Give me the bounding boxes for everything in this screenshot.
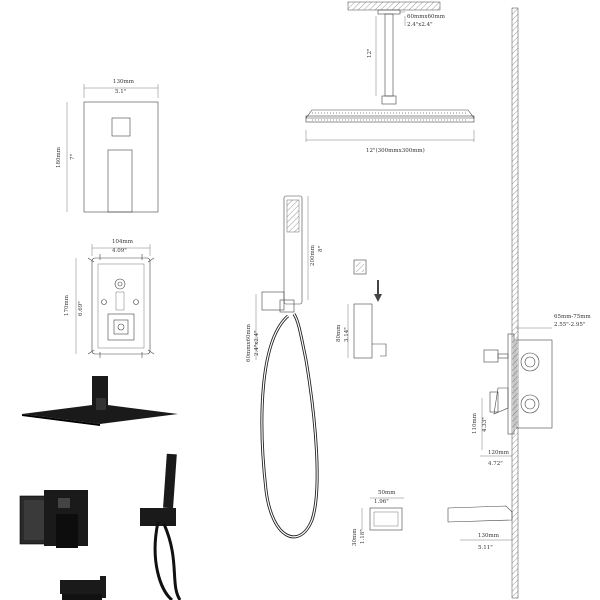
ceiling-arm-size-mm: 60mmx60mm — [407, 14, 446, 20]
wall-range-mm: 65mm-75mm — [554, 314, 592, 320]
plate-height-in: 7" — [70, 154, 76, 160]
valve-body-mm: 120mm — [488, 450, 510, 456]
valve-body-side — [515, 339, 553, 429]
handheld-photo — [140, 453, 182, 600]
tub-spout-photo — [60, 576, 106, 600]
holder-height-in: 3.14" — [344, 327, 350, 342]
valve-height-mm: 170mm — [64, 294, 70, 316]
ceiling-hatch — [347, 1, 441, 11]
trim-handle — [107, 149, 133, 213]
handheld-length-mm: 200mm — [310, 244, 316, 266]
bracket-size-mm: 60mmx60mm — [246, 323, 252, 362]
holder-body — [353, 303, 373, 359]
wall-side-view: 65mm-75mm 2.55"-2.95" 110mm 4.33" 120mm … — [447, 7, 592, 599]
valve-width-in: 4.09" — [112, 248, 127, 254]
spout-width-in: 1.96" — [374, 499, 389, 505]
spout-length-mm: 130mm — [478, 533, 500, 539]
valve-depth-mm: 110mm — [472, 412, 478, 434]
ceiling-shower-head-drawing: 60mmx60mm 2.4"x2.4" 12" 12"(300mmx300mm) — [305, 1, 475, 154]
trim-plate — [83, 101, 159, 213]
plate-width-mm: 130mm — [113, 79, 135, 85]
wall-bracket — [261, 291, 285, 311]
ceiling-arm — [384, 13, 394, 97]
spout-width-mm: 50mm — [378, 490, 396, 496]
handheld-shower-drawing: 200mm 8" 60mmx60mm 2.4"x2.4" — [246, 195, 324, 539]
valve-body-in: 4.72" — [488, 461, 503, 467]
handheld-length-in: 8" — [318, 246, 324, 252]
tub-spout-drawing: 50mm 1.96" 30mm 1.18" — [352, 490, 404, 546]
arm-length-label: 12" — [367, 48, 373, 58]
spout-height-mm: 30mm — [352, 528, 358, 546]
valve-depth-in: 4.33" — [482, 417, 488, 432]
head-nozzles — [312, 112, 468, 121]
rain-head-photo — [22, 376, 178, 426]
spout-length-in: 5.11" — [478, 545, 493, 551]
wall-range-in: 2.55"-2.95" — [554, 322, 585, 328]
head-size-label: 12"(300mmx300mm) — [366, 147, 425, 154]
trim-plate-drawing: 130mm 5.1" 180mm 7" — [56, 79, 159, 213]
holder-drawing: 80mm 3.14" — [336, 259, 387, 359]
trim-cartridge-square — [111, 117, 131, 137]
plate-height-mm: 180mm — [56, 146, 62, 168]
bracket-size-in: 2.4"x2.4" — [254, 330, 260, 356]
valve-trim-photo — [19, 490, 88, 548]
plate-width-in: 5.1" — [115, 89, 126, 95]
wall-section — [511, 7, 519, 599]
holder-height-mm: 80mm — [336, 324, 342, 342]
valve-box — [91, 257, 151, 355]
spout-height-in: 1.18" — [360, 529, 366, 544]
valve-width-mm: 104mm — [112, 239, 134, 245]
spout-face — [369, 507, 403, 531]
ceiling-arm-size-in: 2.4"x2.4" — [407, 22, 433, 28]
rough-in-valve-drawing: 104mm 4.09" 170mm 6.69" — [64, 239, 155, 358]
handheld-body — [283, 195, 303, 305]
valve-height-in: 6.69" — [78, 301, 84, 316]
spout-side — [447, 505, 513, 523]
